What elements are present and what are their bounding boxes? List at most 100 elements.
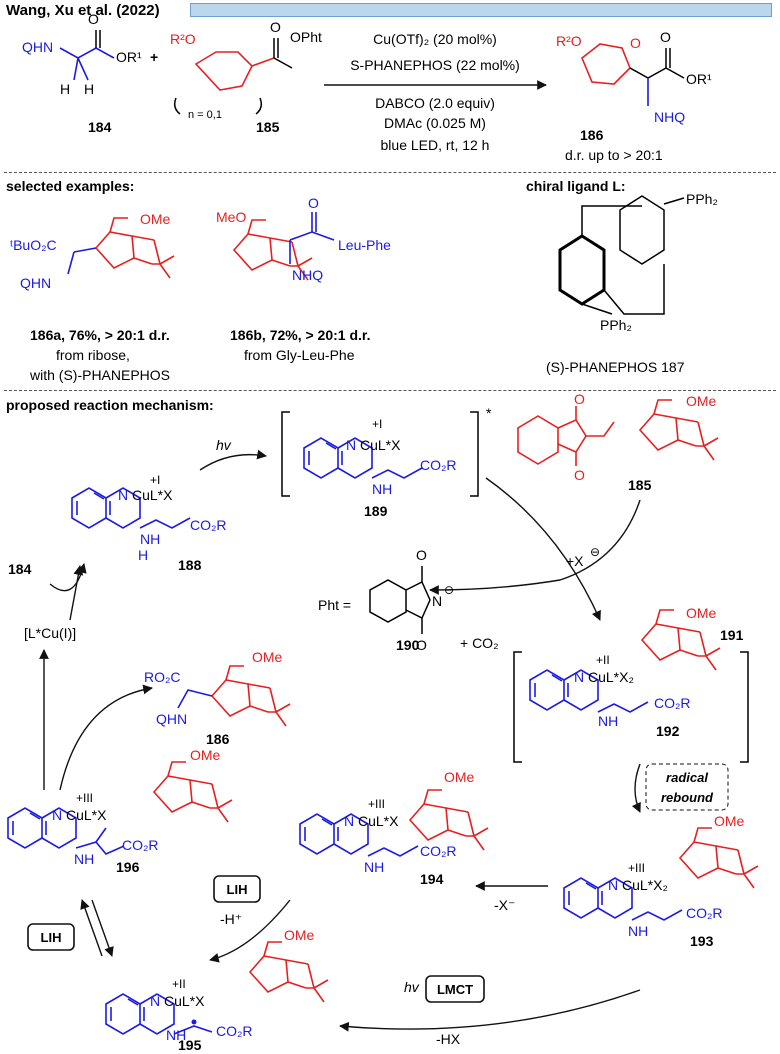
byproduct-190: Pht = O O N ⊖ 190 + CO₂ [318,547,499,653]
label-radical: radical [666,770,708,785]
label-nh: NH [166,1027,186,1043]
label-oxidation-state: +II [596,653,610,667]
label-o: O [574,391,585,407]
label-meo: MeO [216,209,246,225]
label-cu-complex: CuL*X [164,993,205,1009]
arrow-deprotonation [209,899,291,963]
header: Wang, Xu et al. (2022) [6,1,160,19]
condition-catalyst: Cu(OTf)₂ (20 mol%) [373,31,497,47]
label-free-catalyst: [L*Cu(I)] [24,625,76,641]
compound-191-label: 191 [720,627,744,643]
label-cu-complex: CuL*X [66,807,107,823]
label-plus-co2: + CO₂ [460,635,499,651]
label-ome: OMe [252,649,283,665]
label-cu-complex: CuL*X₂ [588,669,634,685]
label-tbuo2c: ᵗBuO₂C [10,237,57,253]
divider-top [4,172,776,173]
example-a-source: from ribose, [56,347,130,363]
label-lih: LIH [227,882,248,897]
intermediate-195: OMe N +II CuL*X CO₂R NH 195 [105,927,329,1053]
reactant-184: QHN O OR¹ H H 184 [22,11,142,135]
label-n: N [150,993,160,1009]
label-o: O [660,29,671,45]
label-nh: NH [74,851,94,867]
compound-184-label: 184 [8,561,32,577]
label-r2o: R²O [170,31,196,47]
label-n: N [344,813,354,829]
intermediate-192: OMe 191 N +II CuL*X₂ CO₂R NH 192 [513,605,749,763]
lih-box [213,875,261,903]
label-cu-complex: CuL*X [360,437,401,453]
plus-sign: + [150,49,158,65]
label-ome: OMe [444,769,475,785]
label-nh: NH [598,713,618,729]
arrow-product-release [59,684,153,791]
arrow-rebound [631,763,641,813]
condition-base: DABCO (2.0 equiv) [375,95,495,111]
ligand-heading: chiral ligand L: [526,178,626,194]
label-cu-complex: CuL*X [358,813,399,829]
compound-190-label: 190 [396,637,420,653]
label-n: N [118,487,128,503]
compound-184-label: 184 [88,119,112,135]
label-nh: NH [372,481,392,497]
mechanism-heading: proposed reaction mechanism: [6,397,214,413]
label-cu-complex: CuL*X₂ [622,877,668,893]
example-a-yield: 186a, 76%, > 20:1 d.r. [30,327,170,343]
label-qhn: QHN [156,711,187,727]
arrow-equilibrium-forward [91,899,114,957]
lmct-box [425,975,485,1003]
compound-185-label: 185 [628,477,652,493]
label-pph2: PPh₂ [600,317,632,333]
arrow-excitation [199,449,267,471]
example-a-ligand: with (S)-PHANEPHOS [29,367,170,383]
label-co2r: CO₂R [654,695,691,711]
intermediate-196: OMe N +III CuL*X CO₂R NH 196 [7,747,233,875]
label-n: N [346,437,356,453]
label-o: O [574,467,585,483]
label-co2r: CO₂R [686,905,723,921]
label-minus-x: -X⁻ [494,897,515,913]
label-opht: OPht [290,29,322,45]
compound-185-label: 185 [256,119,280,135]
label-ome: OMe [284,927,315,943]
label-ome: OMe [140,211,171,227]
ligand-caption: (S)-PHANEPHOS 187 [546,359,685,375]
label-minus-h: -H⁺ [220,911,242,927]
intermediate-188: N +I CuL*X CO₂R NH H 188 [71,473,227,573]
examples-heading: selected examples: [6,178,134,194]
label-oxidation-state: +I [150,473,160,487]
compound-193-label: 193 [690,933,714,949]
compound-194-label: 194 [420,871,444,887]
reactant-185: R²O O OPht n = 0,1 185 [170,19,322,135]
label-h: H [60,81,70,97]
label-ome: OMe [714,813,745,829]
label-qhn: QHN [20,275,51,291]
label-co2r: CO₂R [190,517,227,533]
label-co2r: CO₂R [122,837,159,853]
header-title: Wang, Xu et al. (2022) [6,1,160,19]
label-o: O [630,35,641,51]
product-186-cycle: RO₂C QHN OMe 186 [144,649,291,747]
label-n-range: n = 0,1 [188,109,222,121]
intermediate-193: OMe N +III CuL*X₂ CO₂R NH 193 [563,813,759,949]
label-oxidation-state: +II [172,977,186,991]
label-nh: NH [140,531,160,547]
arrow-coordination [49,563,87,592]
label-plus-x: +X [566,553,584,569]
label-r2o: R²O [556,33,582,49]
label-n: N [432,593,442,609]
example-b-yield: 186b, 72%, > 20:1 d.r. [230,327,370,343]
label-nh: NH [364,859,384,875]
compound-195-label: 195 [178,1037,202,1053]
label-qhn: QHN [22,39,53,55]
label-rebound: rebound [661,790,714,805]
compound-186-label: 186 [206,731,230,747]
label-leu-phe: Leu-Phe [338,237,391,253]
label-co2r: CO₂R [216,1023,253,1039]
label-negative-charge: ⊖ [590,545,600,559]
compound-188-label: 188 [178,557,202,573]
lih-box [27,923,75,951]
label-n: N [52,807,62,823]
